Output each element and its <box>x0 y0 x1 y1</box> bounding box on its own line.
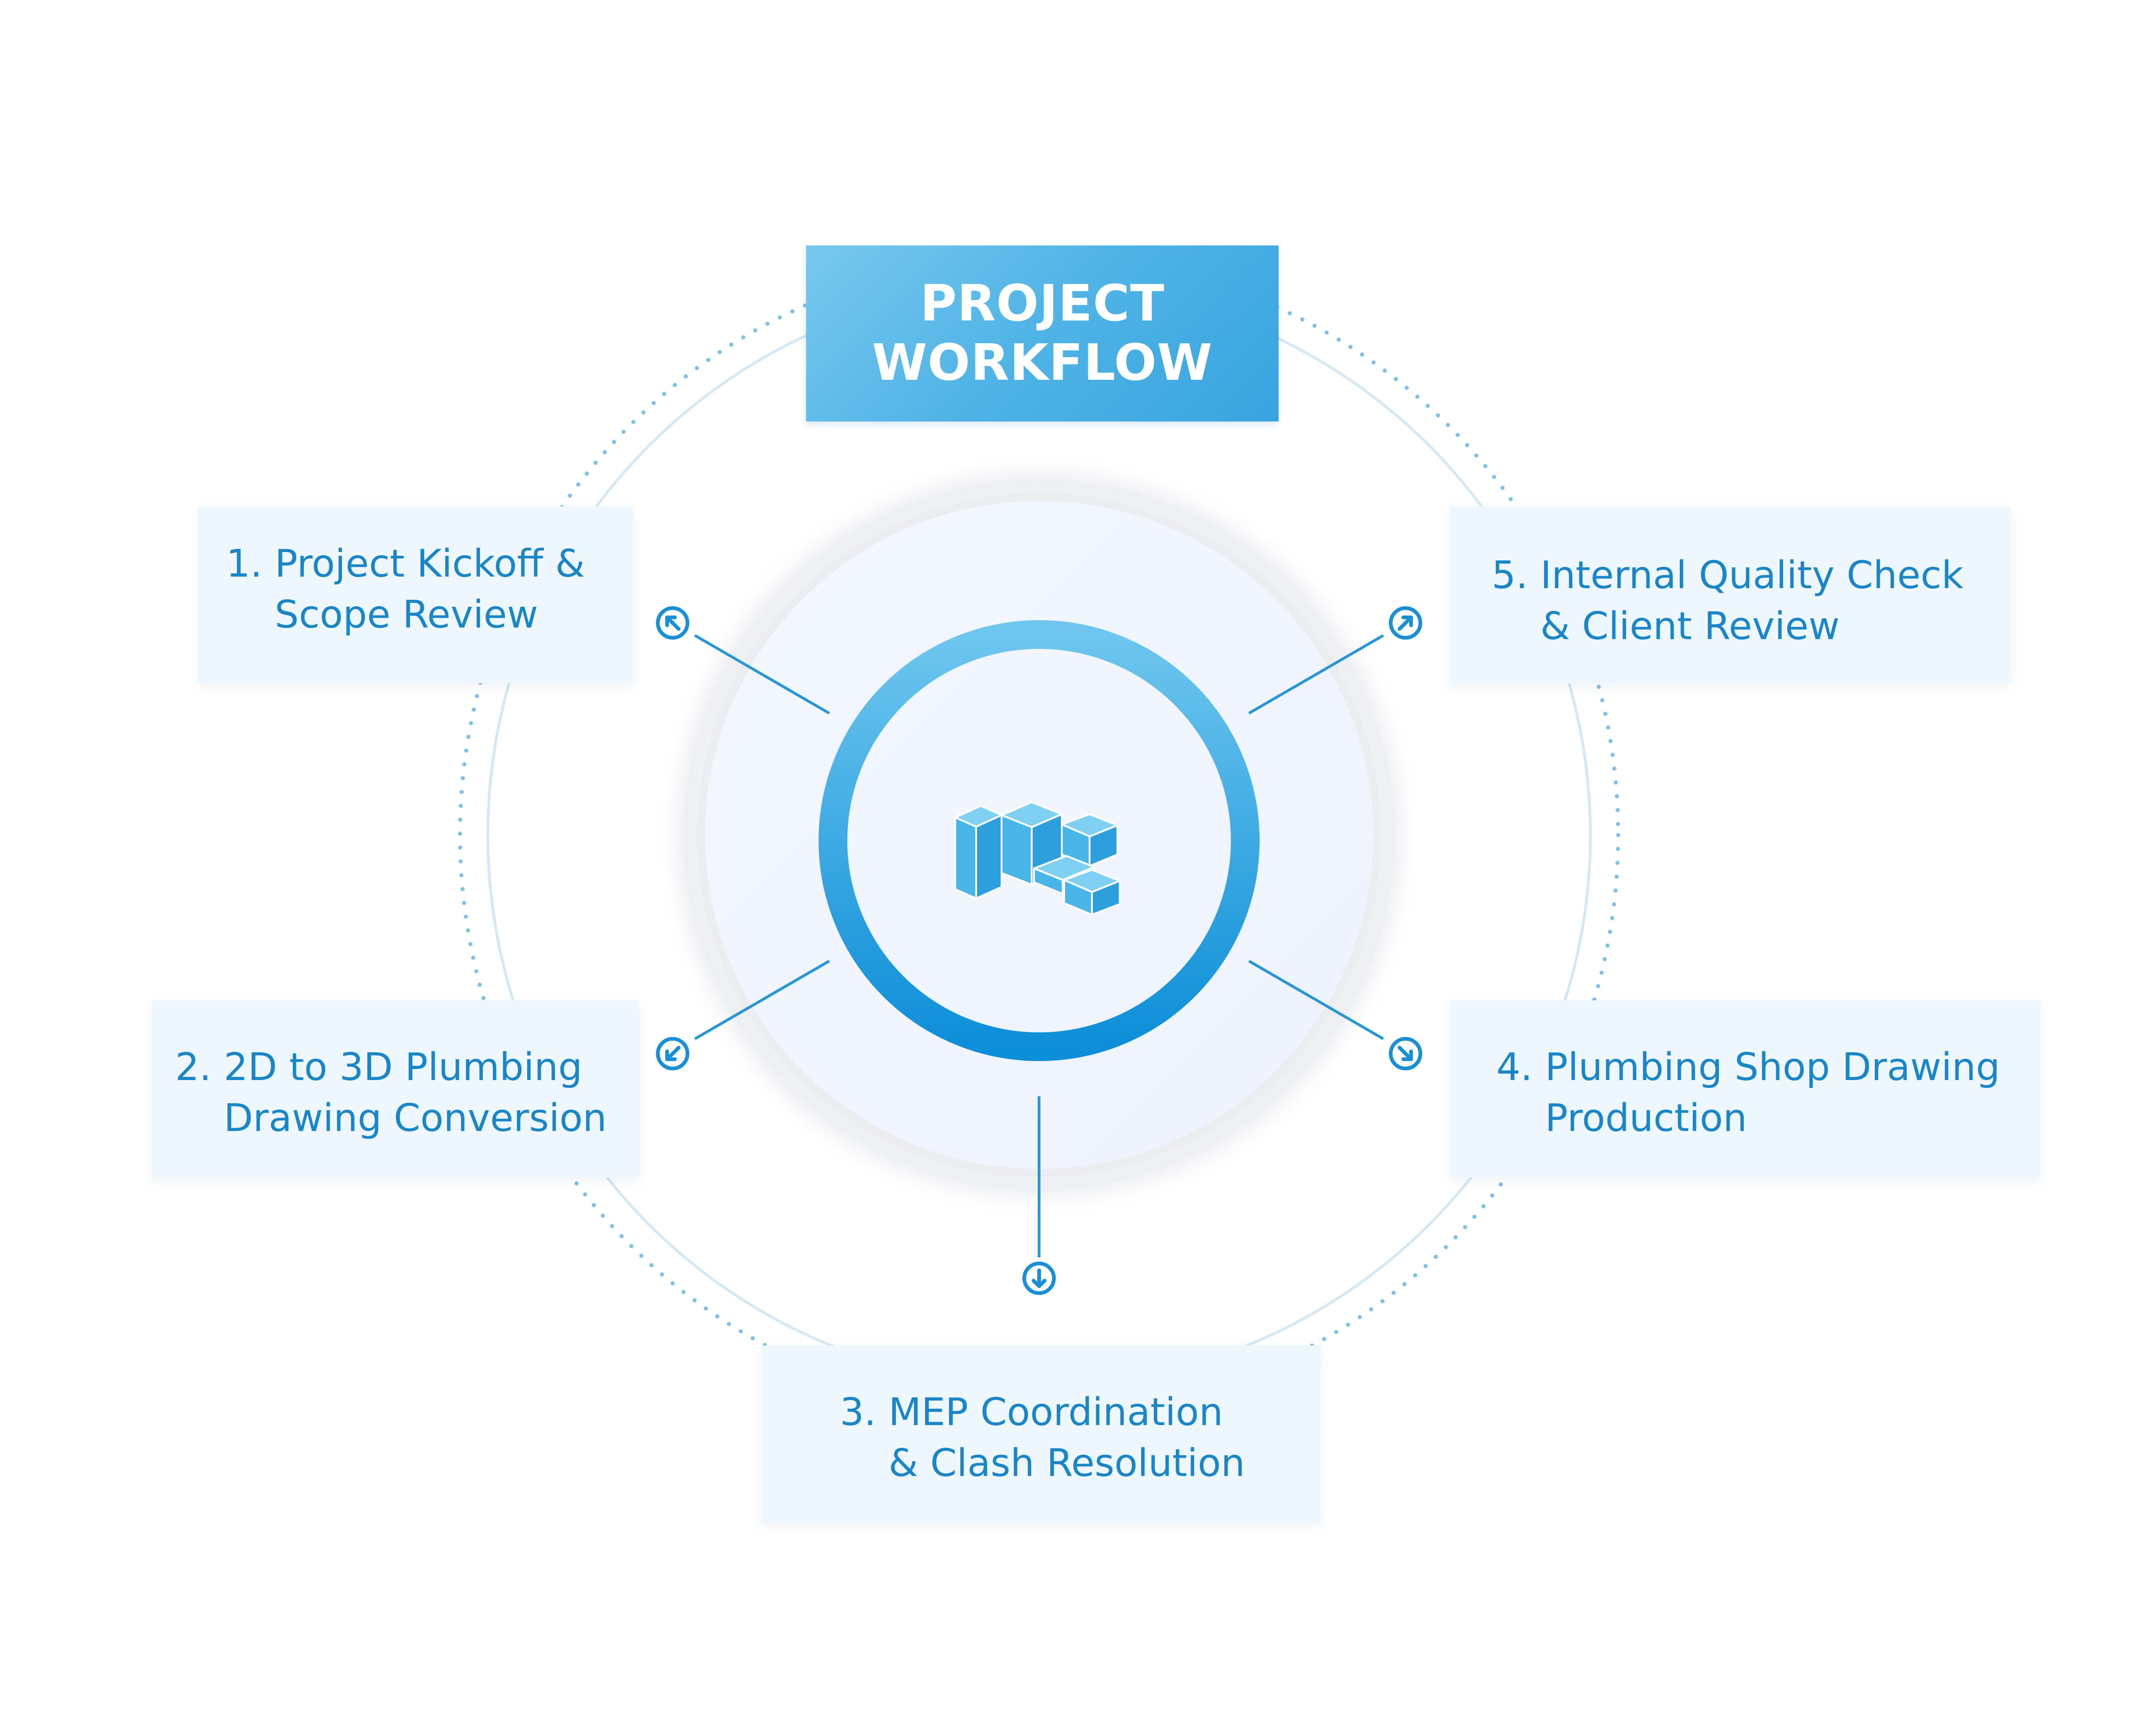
step-5-line-2: & Client Review <box>1540 604 1840 648</box>
step-1-number: 1. <box>226 542 263 586</box>
step-5-number: 5. <box>1492 553 1528 597</box>
center-ring <box>819 620 1260 1061</box>
arrow-down-right-icon <box>1389 1037 1422 1070</box>
connector-step-5 <box>1248 634 1384 715</box>
workflow-title-line-2: WORKFLOW <box>872 334 1213 392</box>
arrow-up-right-icon <box>1389 606 1422 640</box>
step-4-line-2: Production <box>1545 1096 1747 1140</box>
arrow-badges <box>656 606 1422 1295</box>
connector-step-1 <box>694 634 830 715</box>
connector-step-2 <box>694 960 830 1040</box>
arrow-down-left-icon <box>656 1037 689 1070</box>
outer-dotted-ring <box>458 254 1620 1416</box>
step-5-line-1: Internal Quality Check <box>1540 553 1964 597</box>
connector-step-4 <box>1248 960 1384 1040</box>
workflow-title-line-1: PROJECT <box>920 275 1165 333</box>
connectors <box>694 634 1384 1257</box>
workflow-title: PROJECT WORKFLOW <box>806 245 1279 421</box>
step-1-line-1: Project Kickoff & <box>275 542 585 586</box>
isometric-buildings-icon <box>954 801 1121 916</box>
step-1-box: 1. Project Kickoff & Scope Review <box>198 506 633 683</box>
step-2-line-1: 2D to 3D Plumbing <box>224 1045 583 1089</box>
step-4-box: 4. Plumbing Shop Drawing Production <box>1450 1000 2041 1177</box>
step-2-number: 2. <box>175 1045 212 1089</box>
step-3-line-2: & Clash Resolution <box>889 1441 1245 1485</box>
arrow-up-left-icon <box>656 606 689 640</box>
step-1-line-2: Scope Review <box>275 593 538 637</box>
step-2-box: 2. 2D to 3D Plumbing Drawing Conversion <box>152 1000 639 1177</box>
step-2-line-2: Drawing Conversion <box>224 1096 607 1140</box>
step-3-line-1: MEP Coordination <box>889 1390 1223 1434</box>
step-4-number: 4. <box>1496 1045 1533 1089</box>
step-4-line-1: Plumbing Shop Drawing <box>1545 1045 2000 1089</box>
step-3-box: 3. MEP Coordination & Clash Resolution <box>761 1345 1321 1522</box>
step-5-box: 5. Internal Quality Check & Client Revie… <box>1450 506 2011 683</box>
arrow-down-icon <box>1022 1262 1056 1295</box>
step-3-number: 3. <box>840 1390 876 1434</box>
